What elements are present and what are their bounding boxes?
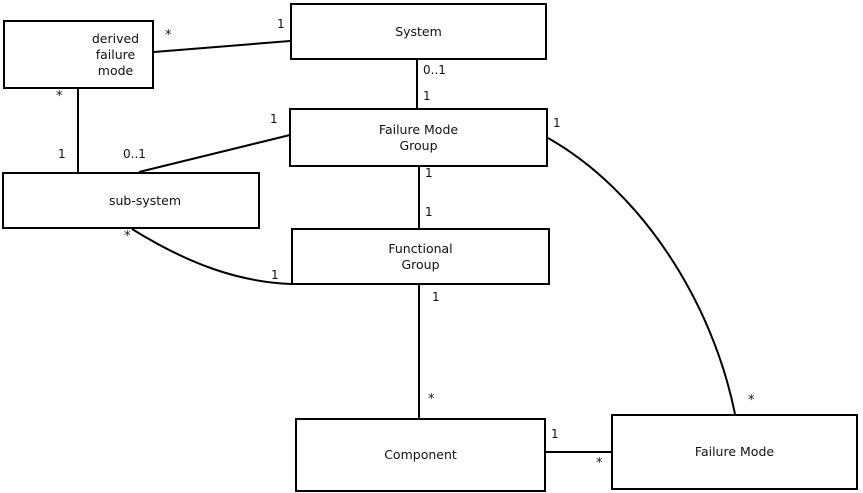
multiplicity-label: 1 <box>425 205 433 219</box>
edge-sub-system--failure-mode-group <box>138 134 291 173</box>
multiplicity-label: 1 <box>58 147 66 161</box>
multiplicity-label: * <box>56 89 63 104</box>
class-box-label: sub-system <box>108 192 182 208</box>
multiplicity-label: 1 <box>432 290 440 304</box>
multiplicity-label: 1 <box>425 166 433 180</box>
class-box-label: Failure Mode Group <box>378 121 459 153</box>
multiplicity-label: 1 <box>553 116 561 130</box>
class-box-label: Functional Group <box>388 240 453 272</box>
edge-derived-failure-mode--system <box>153 40 291 53</box>
class-box-derived-failure-mode[interactable]: derived failure mode <box>3 20 154 89</box>
class-box-label: Failure Mode <box>694 444 775 459</box>
class-box-component[interactable]: Component <box>295 418 546 492</box>
class-box-sub-system[interactable]: sub-system <box>2 172 260 229</box>
multiplicity-label: * <box>748 393 755 408</box>
class-box-functional-group[interactable]: Functional Group <box>291 228 550 285</box>
multiplicity-label: 1 <box>270 112 278 126</box>
multiplicity-label: 0..1 <box>423 63 446 77</box>
multiplicity-label: 1 <box>271 268 279 282</box>
multiplicity-label: 1 <box>551 427 559 441</box>
class-box-label: Component <box>384 447 457 462</box>
multiplicity-label: 1 <box>277 17 285 31</box>
class-box-label: System <box>395 23 442 39</box>
class-box-failure-mode-group[interactable]: Failure Mode Group <box>289 108 548 167</box>
multiplicity-label: * <box>165 28 172 43</box>
class-box-label: derived failure mode <box>91 30 140 78</box>
edge-failure-mode-group--failure-mode <box>547 137 736 415</box>
multiplicity-label: * <box>428 392 435 407</box>
multiplicity-label: 0..1 <box>123 147 146 161</box>
multiplicity-label: * <box>124 229 131 244</box>
edge-sub-system--functional-group <box>131 228 292 285</box>
multiplicity-label: * <box>596 456 603 471</box>
multiplicity-label: 1 <box>423 89 431 103</box>
class-box-failure-mode[interactable]: Failure Mode <box>611 414 858 490</box>
class-box-system[interactable]: System <box>290 3 547 60</box>
